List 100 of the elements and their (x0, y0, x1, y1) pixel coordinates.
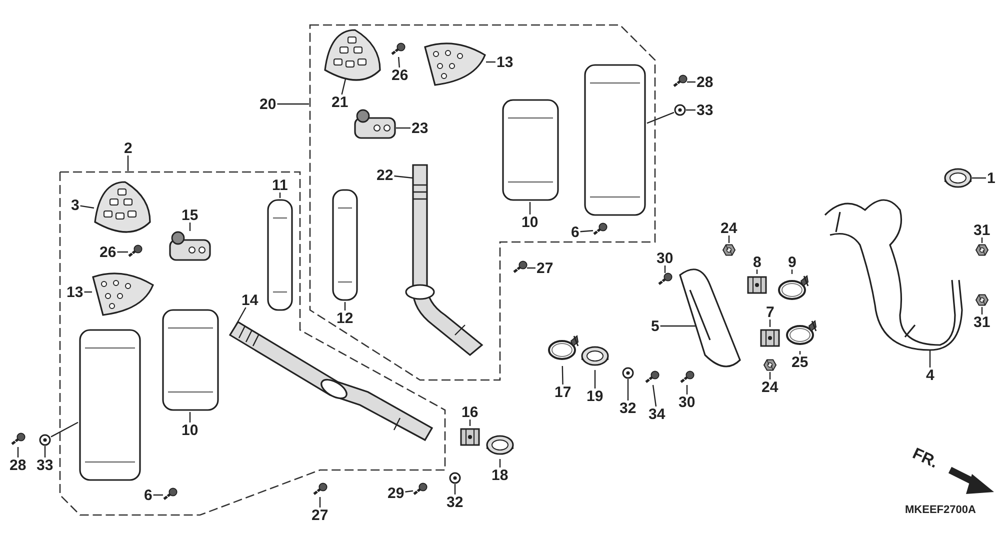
leader-line (398, 56, 400, 68)
callout-number: 31 (972, 314, 992, 330)
leader-line (929, 350, 931, 368)
packing-tube-drawing (331, 188, 359, 302)
callout-number: 15 (180, 208, 200, 222)
bracket-drawing (459, 426, 481, 448)
callout-number: 10 (520, 214, 540, 230)
bolt-icon (11, 433, 25, 447)
leader-line (127, 156, 129, 171)
leader-line (594, 370, 596, 388)
leader-line (117, 251, 128, 253)
leader-line (799, 351, 801, 354)
muffler-drawing (78, 328, 142, 482)
leader-line (972, 177, 986, 179)
callout-number: 34 (648, 406, 666, 422)
callout-number: 28 (696, 74, 714, 90)
washer-icon (39, 434, 51, 446)
bolt-icon (163, 488, 177, 502)
leader-line (791, 270, 793, 274)
washer-icon (622, 367, 634, 379)
direction-label: FR. (909, 445, 940, 473)
leader-line (396, 127, 410, 129)
callout-number: 20 (258, 96, 278, 112)
callout-number: 8 (752, 254, 762, 270)
bolt-icon (513, 261, 527, 275)
bolt-icon (645, 371, 659, 385)
callout-number: 3 (70, 198, 80, 212)
muffler-drawing (583, 63, 647, 217)
leader-line (17, 447, 19, 458)
callout-number: 13 (66, 284, 84, 300)
callout-number: 27 (536, 260, 554, 276)
drawing-code: MKEEF2700A (905, 504, 976, 516)
callout-number: 2 (123, 140, 134, 156)
baffle-insert-drawing (354, 109, 396, 139)
leader-line (728, 236, 730, 243)
callout-number: 29 (386, 486, 406, 500)
callout-number: 32 (618, 400, 638, 416)
bolt-icon (673, 75, 687, 89)
callout-number: 25 (790, 354, 810, 370)
alignment-line (50, 422, 78, 438)
callout-number: 12 (336, 310, 354, 326)
callout-number: 18 (490, 468, 510, 482)
callout-number: 33 (36, 458, 54, 472)
callout-number: 16 (460, 404, 480, 420)
nut-icon (975, 243, 989, 257)
baffle-insert-drawing (169, 231, 211, 261)
leader-line (499, 459, 501, 468)
inner-sleeve-drawing (500, 98, 560, 202)
end-cap-drawing (324, 27, 381, 79)
nut-icon (763, 358, 777, 372)
callout-number: 7 (765, 304, 776, 320)
leader-line (405, 490, 414, 492)
leader-line (44, 446, 46, 458)
leader-line (652, 384, 657, 407)
nut-icon (722, 243, 736, 257)
leader-line (562, 366, 564, 385)
leader-line (686, 109, 696, 111)
leader-line (756, 270, 758, 274)
callout-number: 14 (240, 292, 260, 308)
callout-number: 1 (986, 170, 996, 186)
bolt-icon (658, 273, 672, 287)
leader-line (277, 103, 309, 105)
leader-line (279, 192, 281, 198)
callout-number: 30 (678, 394, 696, 410)
leader-line (664, 266, 666, 273)
callout-number: 19 (586, 388, 604, 404)
leader-line (981, 307, 983, 314)
leader-line (486, 61, 496, 63)
nut-icon (975, 293, 989, 307)
callout-number: 9 (787, 254, 798, 270)
leader-line (84, 291, 92, 293)
leader-line (344, 302, 346, 310)
leader-line (769, 320, 771, 327)
bolt-icon (128, 245, 142, 259)
alignment-line (646, 112, 674, 124)
leader-line (529, 202, 531, 214)
washer-icon (674, 104, 686, 116)
end-cap-drawing (94, 179, 151, 231)
callout-number: 13 (496, 54, 514, 70)
leader-line (580, 230, 594, 232)
leader-line (769, 372, 771, 380)
packing-tube-drawing (266, 198, 294, 312)
leader-line (189, 222, 191, 231)
leader-line (319, 497, 321, 508)
leader-line (627, 379, 629, 400)
callout-number: 10 (180, 422, 200, 438)
leader-line (454, 484, 456, 494)
leader-line (341, 78, 346, 95)
callout-number: 26 (390, 68, 410, 82)
bolt-icon (413, 483, 427, 497)
callout-number: 27 (310, 508, 330, 522)
callout-number: 21 (330, 94, 350, 110)
leader-line (686, 385, 688, 394)
leader-line (394, 175, 414, 179)
callout-number: 4 (925, 368, 936, 382)
callout-number: 6 (570, 224, 580, 240)
bolt-icon (680, 371, 694, 385)
callout-number: 5 (650, 318, 660, 334)
callout-number: 11 (271, 178, 289, 192)
bolt-icon (593, 223, 607, 237)
